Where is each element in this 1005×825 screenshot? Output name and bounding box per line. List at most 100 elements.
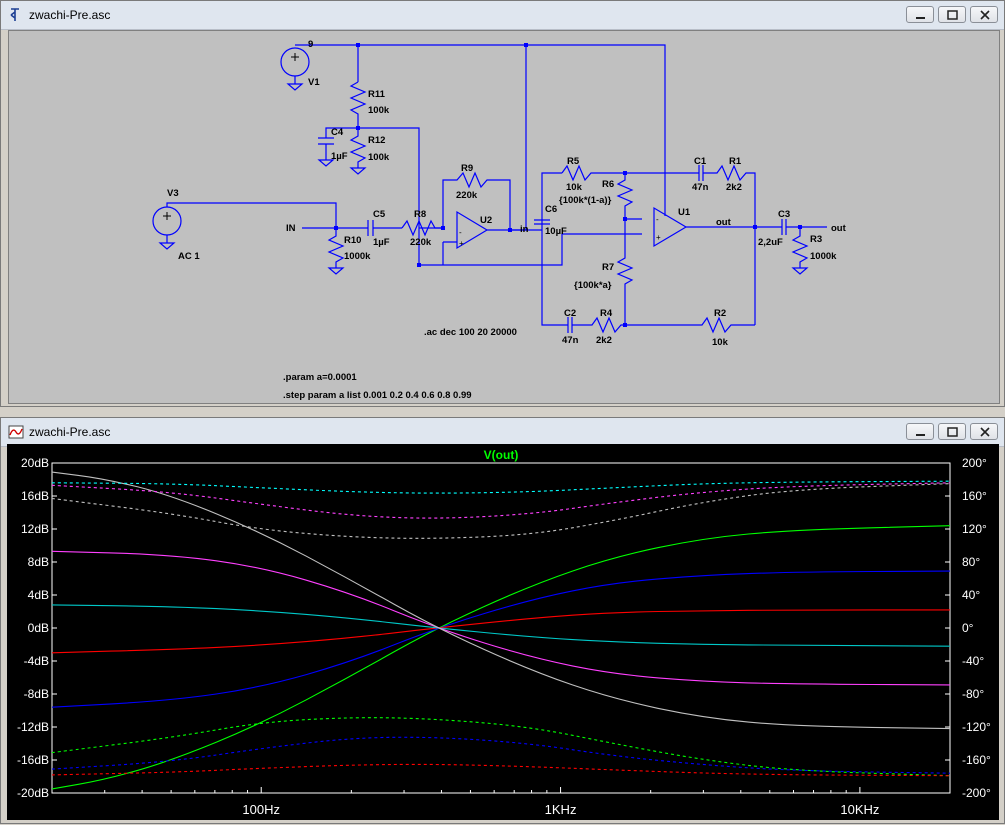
y-tick-label: 12dB	[21, 522, 49, 536]
y2-tick-label: -80°	[962, 687, 984, 701]
directive-step[interactable]: .step param a list 0.001 0.2 0.4 0.6 0.8…	[283, 390, 472, 401]
label-r3-val: 1000k	[810, 251, 837, 262]
label-r4-val: 2k2	[596, 335, 612, 346]
x-tick-label: 100Hz	[242, 802, 280, 817]
bode-plot[interactable]: V(out) 20dB 200° 16dB 160° 12dB 120° 8dB 80° 4dB…	[7, 444, 999, 820]
y-tick-label: -20dB	[17, 786, 49, 800]
schematic-titlebar[interactable]: zwachi-Pre.asc	[1, 1, 1004, 30]
label-in-net: in	[520, 224, 529, 235]
phase-trace-8[interactable]	[51, 483, 951, 539]
phase-trace-11[interactable]	[51, 763, 951, 777]
y2-tick-label: 0°	[962, 621, 974, 635]
label-r7: R7	[602, 262, 614, 273]
y2-tick-label: -200°	[962, 786, 991, 800]
label-c4: C4	[331, 127, 344, 138]
label-r1: R1	[729, 156, 742, 167]
y2-tick-label: 80°	[962, 555, 980, 569]
label-r5-val: 10k	[566, 182, 583, 193]
y2-tick-label: 40°	[962, 588, 980, 602]
waveform-titlebar[interactable]: zwachi-Pre.asc	[1, 418, 1004, 447]
label-c4-val: 1µF	[331, 151, 348, 162]
label-c1: C1	[694, 156, 707, 167]
label-r9-val: 220k	[456, 190, 478, 201]
y-tick-label: 16dB	[21, 489, 49, 503]
y-tick-label: 20dB	[21, 456, 49, 470]
label-c6: C6	[545, 204, 557, 215]
svg-text:+: +	[459, 239, 464, 248]
trace-title[interactable]: V(out)	[484, 448, 519, 462]
label-out: out	[831, 223, 847, 234]
directive-ac[interactable]: .ac dec 100 20 20000	[424, 327, 517, 338]
label-r8: R8	[414, 209, 426, 220]
label-u2: U2	[480, 215, 492, 226]
y2-tick-label: -120°	[962, 720, 991, 734]
label-v1: V1	[308, 77, 320, 88]
label-r6: R6	[602, 179, 614, 190]
y-tick-label: 4dB	[28, 588, 49, 602]
label-in: IN	[286, 223, 296, 234]
restore-button[interactable]	[938, 423, 966, 440]
magnitude-trace-2[interactable]	[51, 609, 950, 654]
label-r2-val: 10k	[712, 337, 729, 348]
label-c1-val: 47n	[692, 182, 709, 193]
label-r10: R10	[344, 235, 361, 246]
label-r11: R11	[368, 89, 386, 100]
svg-text:-: -	[656, 215, 659, 224]
label-c3: C3	[778, 209, 790, 220]
label-r2: R2	[714, 308, 726, 319]
phase-trace-10[interactable]	[51, 736, 951, 774]
plot-traces	[51, 471, 951, 790]
magnitude-trace-1[interactable]	[51, 570, 951, 708]
label-c2: C2	[564, 308, 576, 319]
magnitude-trace-5[interactable]	[51, 471, 951, 730]
schematic-window: zwachi-Pre.asc	[0, 0, 1005, 407]
x-tick-label: 1KHz	[545, 802, 577, 817]
y2-tick-label: 120°	[962, 522, 987, 536]
plot-frame	[51, 462, 951, 794]
magnitude-trace-4[interactable]	[51, 550, 951, 686]
y-tick-label: -12dB	[17, 720, 49, 734]
magnitude-trace-0[interactable]	[51, 525, 951, 790]
svg-text:-: -	[459, 228, 462, 237]
y2-tick-label: -160°	[962, 753, 991, 767]
y2-tick-label: 160°	[962, 489, 987, 503]
close-button[interactable]	[970, 6, 998, 23]
y2-tick-label: 200°	[962, 456, 987, 470]
label-r12-val: 100k	[368, 152, 390, 163]
close-button[interactable]	[970, 423, 998, 440]
directive-param[interactable]: .param a=0.0001	[283, 372, 357, 383]
y2-tick-label: -40°	[962, 654, 984, 668]
minimize-button[interactable]	[906, 6, 934, 23]
label-r4: R4	[600, 308, 613, 319]
label-r7-val: {100k*a}	[574, 280, 612, 291]
schematic-canvas[interactable]: 9 V1 R11 100k C4 R12 1µF 100k V3 AC 1 IN…	[8, 30, 1000, 404]
restore-button[interactable]	[938, 6, 966, 23]
y-tick-label: 8dB	[28, 555, 49, 569]
minimize-button[interactable]	[906, 423, 934, 440]
label-r5: R5	[567, 156, 580, 167]
label-r10-val: 1000k	[344, 251, 371, 262]
label-c3-val: 2,2uF	[758, 237, 783, 248]
plot-pane[interactable]: V(out) 20dB 200° 16dB 160° 12dB 120° 8dB 80° 4dB…	[7, 444, 999, 820]
label-u1: U1	[678, 207, 691, 218]
phase-trace-6[interactable]	[51, 480, 951, 494]
svg-text:+: +	[656, 233, 661, 242]
label-r12: R12	[368, 135, 385, 146]
label-r8-val: 220k	[410, 237, 432, 248]
window-title: zwachi-Pre.asc	[29, 8, 111, 22]
label-r9: R9	[461, 163, 473, 174]
x-tick-label: 10KHz	[840, 802, 879, 817]
y-tick-label: 0dB	[28, 621, 49, 635]
y-tick-label: -16dB	[17, 753, 49, 767]
label-out-net: out	[716, 217, 732, 228]
label-v3-val: AC 1	[178, 251, 200, 262]
phase-trace-9[interactable]	[51, 717, 951, 777]
window-title: zwachi-Pre.asc	[29, 425, 111, 439]
label-r6-val: {100k*(1-a)}	[559, 195, 612, 206]
label-v1-val: 9	[308, 39, 313, 50]
label-c5: C5	[373, 209, 386, 220]
phase-trace-7[interactable]	[51, 482, 951, 519]
magnitude-trace-3[interactable]	[51, 604, 951, 647]
label-c5-val: 1µF	[373, 237, 390, 248]
ltspice-schematic-icon	[10, 8, 19, 21]
